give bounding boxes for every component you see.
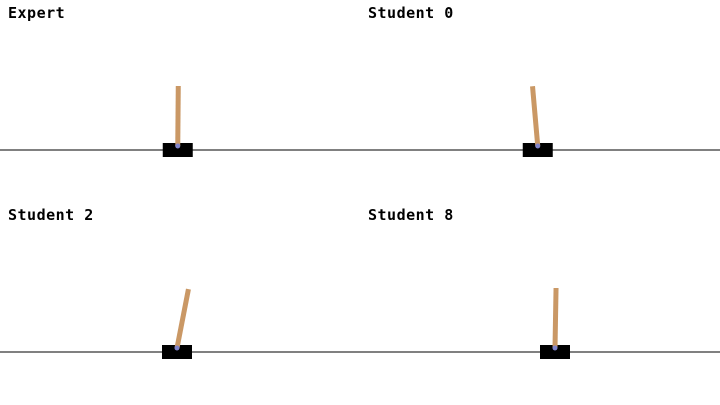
panel-student-2: Student 2 [0,202,360,404]
panel-expert: Expert [0,0,360,202]
panel-title: Expert [8,4,66,22]
pole [174,288,191,349]
pole [530,86,541,147]
scene-student-2 [0,288,360,359]
cart [522,143,553,157]
axle [174,345,180,351]
cart-group [540,287,570,359]
cart [162,143,193,157]
panel-student-8: Student 8 [360,202,720,404]
panel-student-0: Student 0 [360,0,720,202]
panel-title: Student 2 [8,206,94,224]
axle [535,143,541,149]
pole [175,85,181,147]
panel-title: Student 8 [368,206,454,224]
scene-expert [0,85,360,157]
axle [175,143,181,149]
cart [162,345,192,359]
cart-group [162,85,193,157]
cart-group [522,86,553,157]
panel-title: Student 0 [368,4,454,22]
scene-student-8 [360,287,720,359]
cart [540,345,570,359]
pole [552,287,559,349]
axle [552,345,558,351]
cart-group [162,288,192,359]
scene-student-0 [360,86,720,157]
